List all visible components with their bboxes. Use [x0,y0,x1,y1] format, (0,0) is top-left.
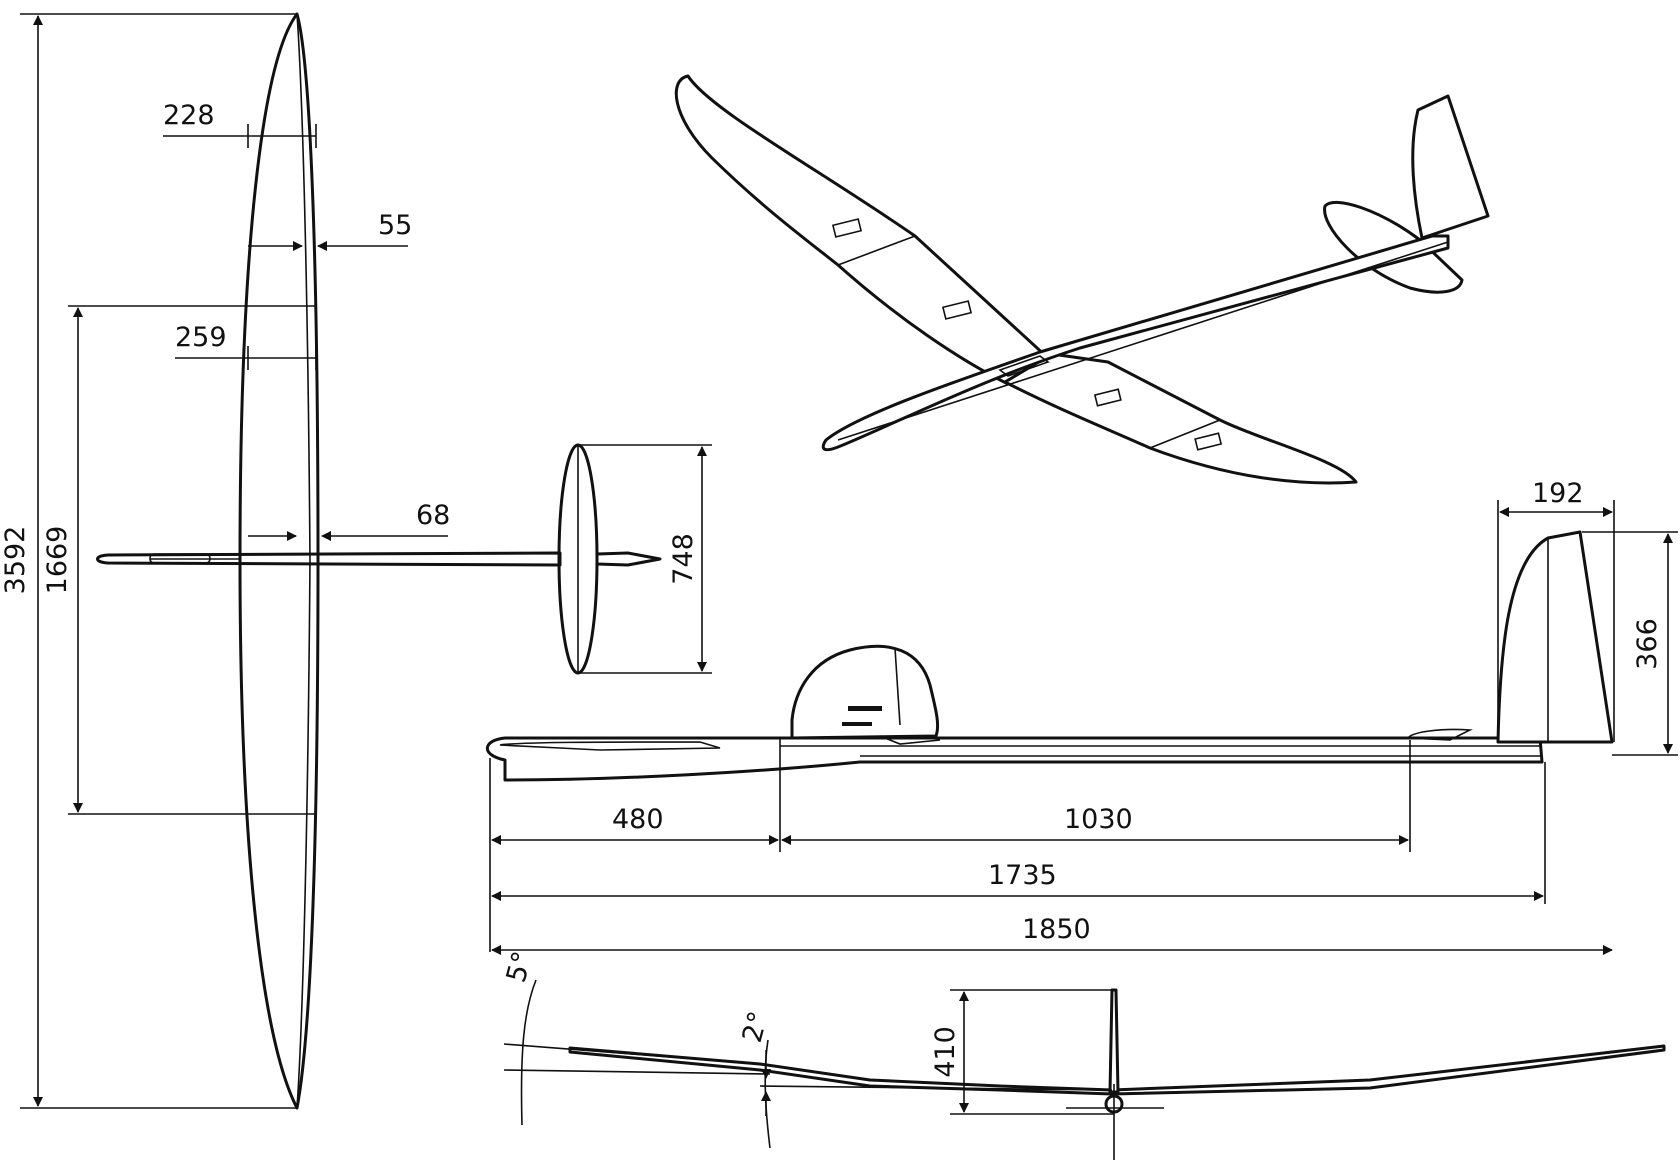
side-pylon-line [894,647,901,726]
iso-far-wing [674,74,1050,386]
front-wing [568,1044,1666,1096]
side-canopy [499,741,721,751]
side-fin [1496,530,1614,744]
ref-line-outer-dihedral [503,1043,761,1065]
iso-canopy [998,355,1050,377]
iso-far-wing-joint [837,235,916,266]
iso-far-flap-horn [941,300,973,320]
side-pylon-slot-b [842,722,872,726]
iso-near-wing [1003,352,1358,485]
label-center-panel: 1669 [42,526,73,595]
side-wing-pylon [790,644,940,740]
label-fin-span-height: 410 [930,1026,961,1078]
arc-outer-dihedral [520,979,537,1126]
iso-fuselage-edge [837,241,1449,441]
front-fin [1108,988,1120,1094]
label-nose-to-wing: 480 [612,804,664,835]
side-pylon-slot-a [848,706,882,711]
tail-cone [595,551,662,567]
wing-spar-line [296,13,311,1109]
side-fuselage [485,736,1544,782]
iso-near-flap-horn [1093,388,1122,407]
label-wing-to-stab: 1030 [1064,804,1133,835]
iso-far-aileron-horn [831,218,863,238]
label-mid-chord: 259 [175,322,227,353]
label-root-gap: 68 [416,500,450,531]
wing-planform [238,12,320,1110]
iso-near-wing-joint [1149,419,1221,449]
label-fin-height: 366 [1632,618,1663,670]
label-wingspan: 3592 [0,526,31,595]
side-wing-fairing [879,735,941,745]
canopy-top [149,553,211,564]
isometric-view [674,74,1490,485]
side-view: 192 366 480 1030 1735 1850 [485,478,1678,955]
front-view: 410 5° 2° [501,948,1666,1160]
ref-line-horizontal-b [759,1085,1113,1091]
iso-near-aileron-horn [1194,432,1223,451]
iso-fin [1411,94,1490,240]
label-aileron-chord: 55 [378,210,412,241]
label-dihedral-outer: 5° [501,948,539,986]
label-fin-chord: 192 [1532,478,1584,509]
arc-inner-dihedral [764,1039,771,1149]
label-tip-chord: 228 [163,100,215,131]
ref-line-horizontal-a [503,1069,771,1075]
iso-fuselage [821,234,1450,452]
side-stab-fairing [1406,728,1473,741]
label-stab-span: 748 [668,533,699,585]
fuselage-top [96,551,562,567]
label-fuselage-length: 1735 [988,860,1057,891]
label-dihedral-inner: 2° [737,1008,775,1046]
label-overall-length: 1850 [1022,914,1091,945]
top-view: 3592 1669 228 55 259 68 748 [0,12,712,1110]
